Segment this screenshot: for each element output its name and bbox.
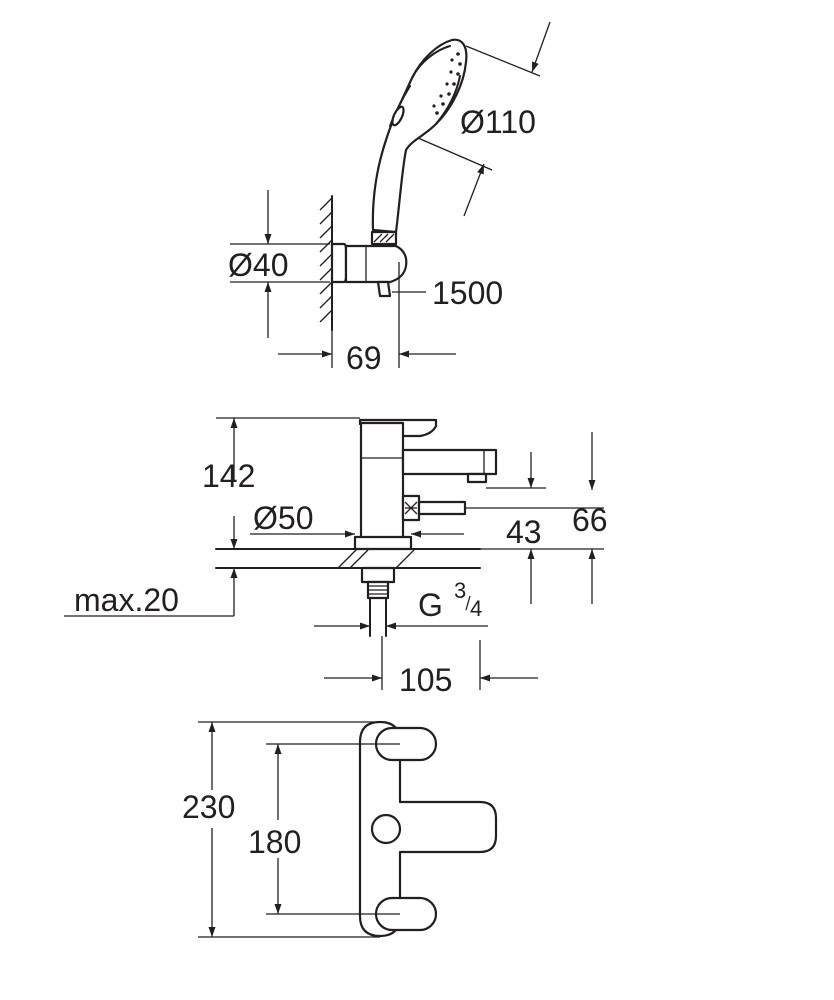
shower-holder: [330, 242, 408, 298]
dim-holder-diameter: Ø40: [228, 247, 288, 283]
top-view-spout-outlet: [370, 813, 402, 845]
mixer-spout: [401, 448, 498, 476]
dim-overall-width: 230: [182, 789, 235, 825]
top-view-body: [358, 720, 498, 938]
dim-spout-height-43: 43: [506, 514, 542, 550]
dim-spout-reach: 105: [399, 662, 452, 698]
dim-max-deck-thickness: max.20: [74, 582, 179, 618]
dim-mixer-height: 142: [202, 458, 255, 494]
shower-head-nozzles: [432, 52, 462, 115]
hand-shower: [370, 38, 468, 246]
dim-connection-denominator: 4: [470, 596, 482, 621]
wall-hatching: [319, 197, 333, 323]
dim-centre-distance: 180: [248, 824, 301, 860]
dim-connection-g: G: [418, 587, 443, 623]
mixer-body: [359, 421, 405, 549]
dim-shower-head-diameter: Ø110: [460, 104, 536, 140]
dim-holder-projection: 69: [346, 340, 382, 376]
fixing-nut: [360, 566, 396, 584]
dim-spout-height-66: 66: [572, 502, 608, 538]
mixer-side-view: 142 Ø50 max.20 43 66 G 3 4 105: [64, 417, 608, 698]
dim-connection-numerator: 3: [454, 578, 466, 603]
shower-set-view: Ø110 Ø40 1500 69: [228, 21, 551, 376]
mixer-top-view: 230 180: [182, 720, 498, 938]
dim-hose-length: 1500: [432, 275, 503, 311]
dim-base-diameter: Ø50: [253, 500, 313, 536]
